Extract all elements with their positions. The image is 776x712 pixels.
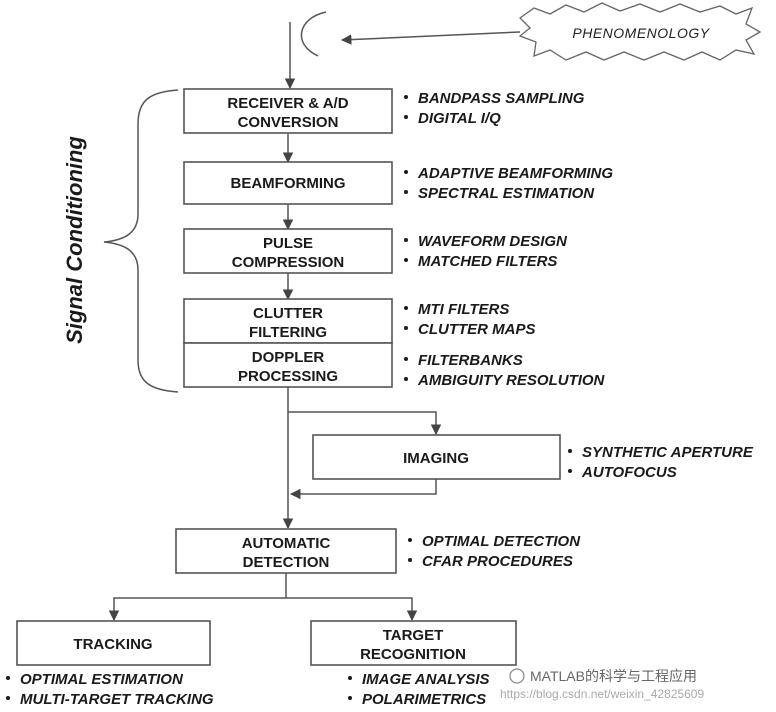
wechat-icon bbox=[509, 668, 525, 684]
signal-conditioning-label: Signal Conditioning bbox=[62, 136, 87, 344]
beamforming-bullet-1: ADAPTIVE BEAMFORMING bbox=[417, 165, 613, 182]
imaging-bullet-2: AUTOFOCUS bbox=[581, 464, 677, 481]
tracking-box bbox=[16, 620, 211, 666]
bullet-dot bbox=[408, 538, 412, 542]
pulse-bullet-2: MATCHED FILTERS bbox=[418, 253, 557, 270]
recognition-bullet-1: IMAGE ANALYSIS bbox=[362, 671, 490, 688]
bullet-dot bbox=[404, 258, 408, 262]
bullet-dot bbox=[404, 115, 408, 119]
pulse-bullet-1: WAVEFORM DESIGN bbox=[418, 233, 568, 250]
bullet-dot bbox=[348, 696, 352, 700]
to-tracking-arrow bbox=[108, 597, 286, 622]
recognition-line-2: RECOGNITION bbox=[360, 646, 466, 663]
to-imaging-arrow bbox=[288, 411, 442, 436]
pulse-compression-box bbox=[183, 228, 393, 274]
receiver-bullet-2: DIGITAL I/Q bbox=[418, 110, 501, 127]
watermark: MATLAB的科学与工程应用 https://blog.csdn.net/wei… bbox=[500, 668, 704, 701]
watermark-brand: MATLAB的科学与工程应用 bbox=[530, 668, 697, 684]
bullet-dot bbox=[6, 676, 10, 680]
imaging-bullet-1: SYNTHETIC APERTURE bbox=[582, 444, 754, 461]
imaging-return-arrow bbox=[289, 479, 437, 500]
detection-bullet-1: OPTIMAL DETECTION bbox=[422, 533, 581, 550]
clutter-bullet-1: MTI FILTERS bbox=[418, 301, 509, 318]
recognition-bullet-2: POLARIMETRICS bbox=[362, 691, 486, 708]
receiver-line-2: CONVERSION bbox=[238, 114, 339, 131]
bullet-dot bbox=[404, 190, 408, 194]
bullet-dot bbox=[568, 449, 572, 453]
beamforming-box bbox=[183, 161, 393, 205]
doppler-line-1: DOPPLER bbox=[252, 349, 325, 366]
pulse-line-2: COMPRESSION bbox=[232, 254, 345, 271]
target-recognition-box bbox=[310, 620, 517, 666]
beamforming-bullet-2: SPECTRAL ESTIMATION bbox=[418, 185, 595, 202]
receiver-bullet-1: BANDPASS SAMPLING bbox=[418, 90, 585, 107]
bullet-dot bbox=[348, 676, 352, 680]
doppler-bullet-2: AMBIGUITY RESOLUTION bbox=[417, 372, 606, 389]
bullet-dot bbox=[404, 326, 408, 330]
imaging-line-1: IMAGING bbox=[403, 450, 469, 467]
watermark-url: https://blog.csdn.net/weixin_42825609 bbox=[500, 687, 704, 701]
bullet-dot bbox=[404, 357, 408, 361]
phenomenology-label: PHENOMENOLOGY bbox=[572, 25, 710, 41]
imaging-box bbox=[312, 434, 561, 480]
receiver-box bbox=[183, 88, 393, 134]
doppler-line-2: PROCESSING bbox=[238, 368, 338, 385]
bullet-dot bbox=[404, 306, 408, 310]
detection-line-2: DETECTION bbox=[243, 554, 330, 571]
clutter-line-2: FILTERING bbox=[249, 324, 327, 341]
signal-conditioning-brace bbox=[103, 89, 179, 393]
tracking-bullet-1: OPTIMAL ESTIMATION bbox=[20, 671, 184, 688]
bullet-dot bbox=[408, 558, 412, 562]
clutter-bullet-2: CLUTTER MAPS bbox=[418, 321, 536, 338]
detection-bullet-2: CFAR PROCEDURES bbox=[422, 553, 573, 570]
to-recognition-arrow bbox=[286, 597, 418, 622]
bullet-dot bbox=[404, 238, 408, 242]
receiver-line-1: RECEIVER & A/D bbox=[227, 95, 348, 112]
bullet-dot bbox=[404, 377, 408, 381]
tracking-line-1: TRACKING bbox=[73, 636, 152, 653]
phenomenology-burst-shape bbox=[518, 2, 762, 61]
bullet-dot bbox=[404, 170, 408, 174]
doppler-bullet-1: FILTERBANKS bbox=[418, 352, 523, 369]
detection-line-1: AUTOMATIC bbox=[242, 535, 331, 552]
pulse-line-1: PULSE bbox=[263, 235, 313, 252]
bullet-dot bbox=[568, 469, 572, 473]
bullet-dot bbox=[404, 95, 408, 99]
doppler-processing-box bbox=[183, 342, 393, 388]
recognition-line-1: TARGET bbox=[383, 627, 444, 644]
tracking-bullet-2: MULTI-TARGET TRACKING bbox=[20, 691, 214, 708]
clutter-line-1: CLUTTER bbox=[253, 305, 323, 322]
bullet-dot bbox=[6, 696, 10, 700]
phenomenology-to-antenna-arrow bbox=[340, 31, 521, 45]
beamforming-line-1: BEAMFORMING bbox=[231, 175, 346, 192]
antenna-dish-icon bbox=[300, 11, 327, 57]
